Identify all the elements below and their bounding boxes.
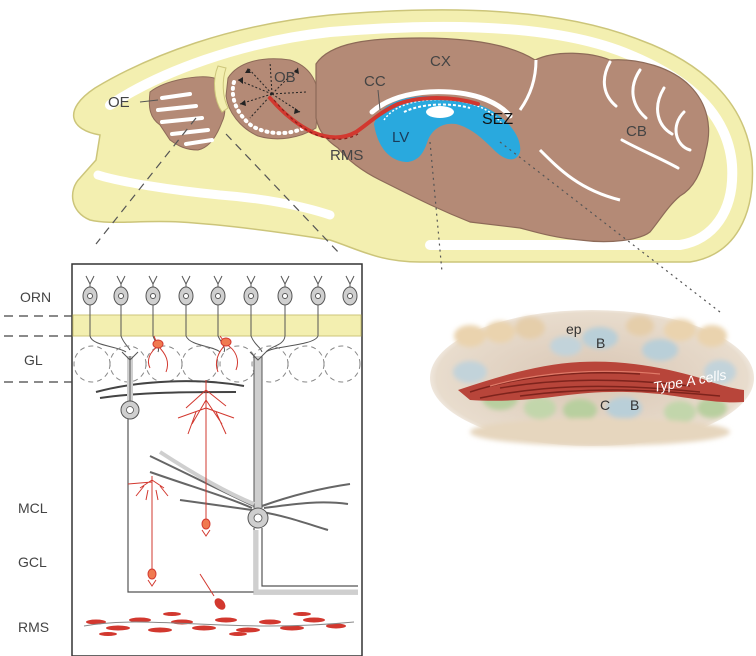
olfactory-bulb-panel [4,264,362,656]
label-oe: OE [108,94,130,111]
label-b-bottom: B [630,397,639,413]
label-rms-layer: RMS [18,619,49,635]
layer-separators [4,316,72,382]
label-sez: SEZ [482,111,513,128]
label-c: C [600,397,610,413]
label-gcl: GCL [18,554,47,570]
label-lv: LV [392,129,409,146]
label-ob: OB [274,69,296,86]
sez-inset: ep B Type A cells C B [430,310,754,446]
label-b-top: B [596,335,605,351]
label-cx: CX [430,53,451,70]
label-mcl: MCL [18,500,48,516]
label-gl: GL [24,352,43,368]
label-orn: ORN [20,289,51,305]
layer-labels: ORN GL MCL GCL RMS [18,289,51,635]
label-cc: CC [364,73,386,90]
label-cb: CB [626,123,647,140]
label-ep: ep [566,321,582,337]
label-rms: RMS [330,147,363,164]
